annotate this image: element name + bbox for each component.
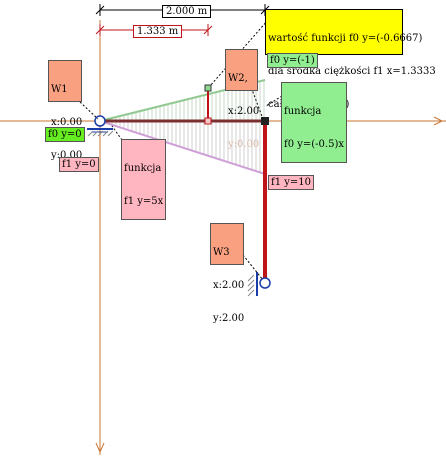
- node-w1-name: W1: [51, 84, 68, 95]
- support-w3: [247, 272, 271, 297]
- node-w3-label[interactable]: W3 x:2.00 y:2.00: [210, 223, 244, 324]
- node-w2-x: x:2.00: [228, 106, 260, 117]
- f0-function-formula: f0 y=(-0.5)x: [284, 139, 344, 150]
- dimension-top-label: 2.000 m: [162, 5, 212, 18]
- node-w2-marker: [261, 117, 269, 125]
- node-w2-label[interactable]: W2, x:2.00 y:0.00: [225, 49, 259, 150]
- f1-function-title: funkcja: [124, 163, 162, 174]
- centroid-tooltip: wartość funkcji f0 y=(-0.6667) dla środk…: [265, 9, 436, 110]
- f0-function-label: funkcja f0 y=(-0.5)x: [281, 82, 347, 163]
- leader-w3: [242, 254, 264, 281]
- leader-f0-fn: [265, 95, 283, 107]
- node-w3-x: x:2.00: [213, 280, 245, 291]
- node-w2-y: y:0.00: [228, 139, 260, 150]
- leader-w1: [79, 101, 99, 120]
- horizontal-axis-arrow: [433, 116, 444, 126]
- f1-right-value-label: f1 y=10: [268, 175, 314, 190]
- leader-f1-fn: [111, 125, 123, 141]
- f1-function-label: funkcja f1 y=5x: [121, 139, 167, 220]
- node-w3-name: W3: [213, 247, 230, 258]
- f1-diagram-edge: [99, 120, 266, 175]
- leader-tooltip: [209, 19, 269, 87]
- node-w3-y: y:2.00: [213, 313, 245, 324]
- f1-left-value-label: f1 y=0: [59, 157, 99, 172]
- centroid-f0-point: [204, 84, 212, 92]
- centroid-beam-point: [204, 117, 212, 125]
- dimension-second-label: 1.333 m: [133, 25, 183, 38]
- f0-diagram-hatch: [103, 80, 265, 121]
- f0-left-value-label: f0 y=0: [45, 127, 85, 142]
- vertical-axis-arrow: [95, 442, 105, 454]
- f1-function-formula: f1 y=5x: [124, 196, 164, 207]
- node-w2-name: W2,: [228, 73, 248, 84]
- f0-function-title: funkcja: [284, 106, 322, 117]
- tooltip-line-2: dla środka ciężkości f1 x=1.3333: [268, 66, 436, 77]
- node-w1-x: x:0.00: [51, 117, 83, 128]
- tooltip-line-1: wartość funkcji f0 y=(-0.6667): [268, 33, 423, 44]
- f0-right-value-label: f0 y=(-1): [267, 53, 318, 68]
- node-w1-label[interactable]: W1 x:0.00 y:0.00: [48, 60, 82, 161]
- node-w1-y: y:0.00: [51, 150, 83, 161]
